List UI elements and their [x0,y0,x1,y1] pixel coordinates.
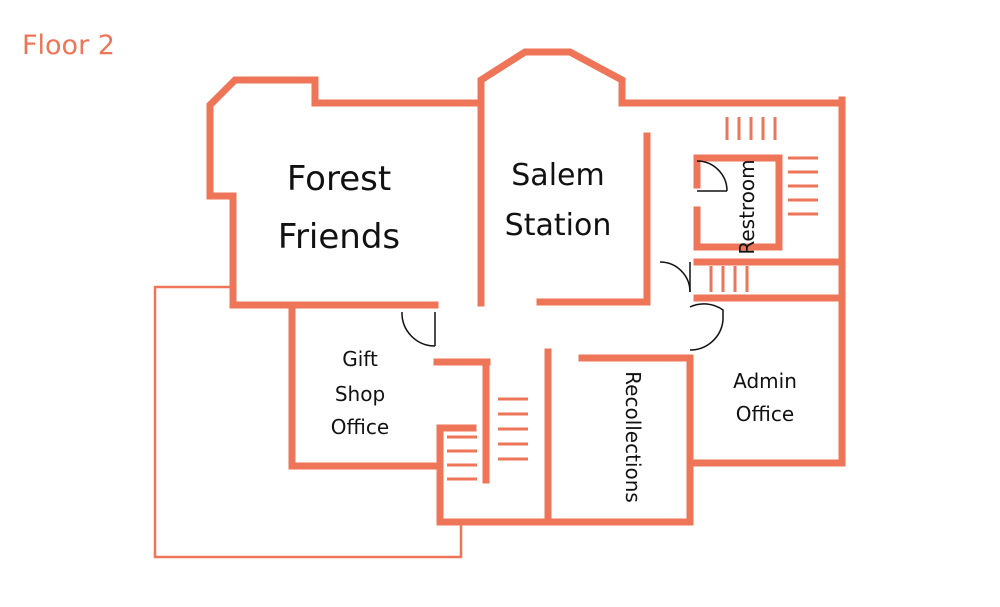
stairs-restroom-side [788,156,818,216]
room-label-gift-shop-office-2: Shop [335,382,385,406]
room-label-salem-station-2: Station [505,208,612,243]
room-label-recollections: Recollections [621,371,645,503]
floor-label: Floor 2 [22,30,115,61]
door-admin-office [689,303,724,351]
room-label-forest-friends-2: Friends [278,217,400,257]
room-gift-shop-office: Gift Shop Office [331,347,389,439]
door-gift-shop [401,311,436,347]
stairs-top-right [725,117,777,140]
walls [206,48,846,526]
room-label-admin-office-2: Office [736,402,794,426]
stairs-restroom-corridor [709,266,749,292]
room-label-admin-office-1: Admin [733,369,797,393]
room-label-restroom: Restroom [735,159,759,254]
room-admin-office: Admin Office [733,369,797,426]
room-recollections: Recollections [621,371,645,503]
door-restroom [696,160,728,192]
door-restroom-corridor [659,261,691,293]
stairs-left [447,435,477,481]
room-restroom: Restroom [735,159,759,254]
room-label-forest-friends-1: Forest [287,159,391,199]
room-label-salem-station-1: Salem [511,158,604,193]
room-salem-station: Salem Station [505,158,612,243]
room-label-gift-shop-office-1: Gift [342,347,378,371]
room-label-gift-shop-office-3: Office [331,415,389,439]
room-forest-friends: Forest Friends [278,159,400,257]
stairs-center [498,397,528,461]
exterior-boundary [153,285,463,559]
